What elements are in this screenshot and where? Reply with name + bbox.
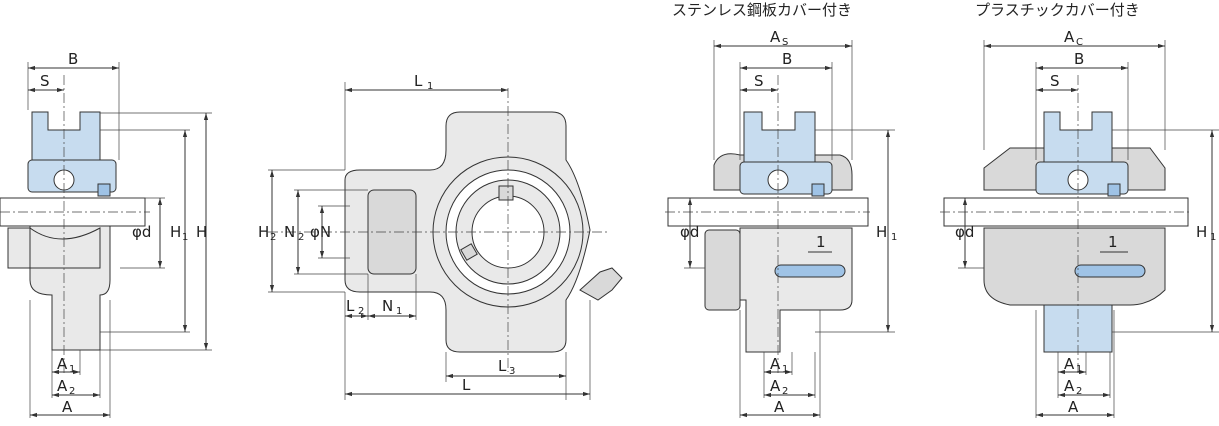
dim-A2-plastic: A <box>1064 377 1075 395</box>
svg-text:1: 1 <box>1076 364 1082 375</box>
dim-d-plastic: φd <box>955 223 974 241</box>
svg-text:2: 2 <box>782 386 788 397</box>
dim-H1-plastic: H <box>1196 223 1207 241</box>
dim-A1-stainless: A <box>770 355 781 373</box>
dim-A-plastic: A <box>1068 398 1079 416</box>
plastic-cover-view: プラスチックカバー付き A C B S φd 1 <box>940 1 1219 418</box>
svg-text:1: 1 <box>891 232 897 243</box>
dim-L1: L <box>414 72 423 90</box>
svg-text:2: 2 <box>298 232 304 243</box>
svg-text:2: 2 <box>358 306 364 317</box>
dim-L: L <box>462 376 471 394</box>
dim-L3: L <box>498 357 507 375</box>
svg-text:3: 3 <box>509 366 515 377</box>
front-view: L 1 L 3 L H 2 N 2 φN L 2 N 1 <box>258 72 623 400</box>
dim-B-plastic: B <box>1074 50 1084 68</box>
dim-S-stainless: S <box>754 72 764 90</box>
dim-A1: A <box>57 355 68 373</box>
dim-N2: N <box>284 223 295 241</box>
dim-one-plastic: 1 <box>1108 233 1118 251</box>
dim-As: A <box>770 28 781 46</box>
dim-A-stainless: A <box>774 398 785 416</box>
svg-text:1: 1 <box>782 364 788 375</box>
side-view: B S φd H 1 H A 1 A 2 A <box>0 50 212 418</box>
caption-plastic: プラスチックカバー付き <box>975 1 1140 19</box>
stainless-cover-view: ステンレス鋼板カバー付き A S B S φd 1 <box>665 1 897 418</box>
svg-text:1: 1 <box>1210 232 1216 243</box>
dim-N1: N <box>382 297 393 315</box>
dim-A: A <box>62 398 73 416</box>
dim-L2: L <box>346 297 355 315</box>
dim-N: φN <box>310 223 331 241</box>
dim-one-stainless: 1 <box>816 233 826 251</box>
svg-text:1: 1 <box>427 81 433 92</box>
svg-text:S: S <box>782 37 788 48</box>
caption-stainless: ステンレス鋼板カバー付き <box>672 1 852 19</box>
dim-S: S <box>40 72 50 90</box>
dim-H2: H <box>258 223 269 241</box>
dim-A2-stainless: A <box>770 377 781 395</box>
dim-S-plastic: S <box>1050 72 1060 90</box>
svg-text:C: C <box>1076 37 1083 48</box>
dim-B: B <box>68 50 78 68</box>
dim-B-stainless: B <box>782 50 792 68</box>
dim-A1-plastic: A <box>1064 355 1075 373</box>
dim-A2: A <box>57 377 68 395</box>
dim-H: H <box>196 223 207 241</box>
svg-text:1: 1 <box>182 232 188 243</box>
svg-text:2: 2 <box>69 386 75 397</box>
svg-text:1: 1 <box>396 306 402 317</box>
dim-H1-stainless: H <box>876 223 887 241</box>
dim-H1: H <box>170 223 181 241</box>
svg-text:2: 2 <box>270 232 276 243</box>
dim-Ac: A <box>1064 28 1075 46</box>
svg-text:1: 1 <box>69 364 75 375</box>
dim-d: φd <box>132 223 151 241</box>
dim-d-stainless: φd <box>680 223 699 241</box>
svg-text:2: 2 <box>1076 386 1082 397</box>
